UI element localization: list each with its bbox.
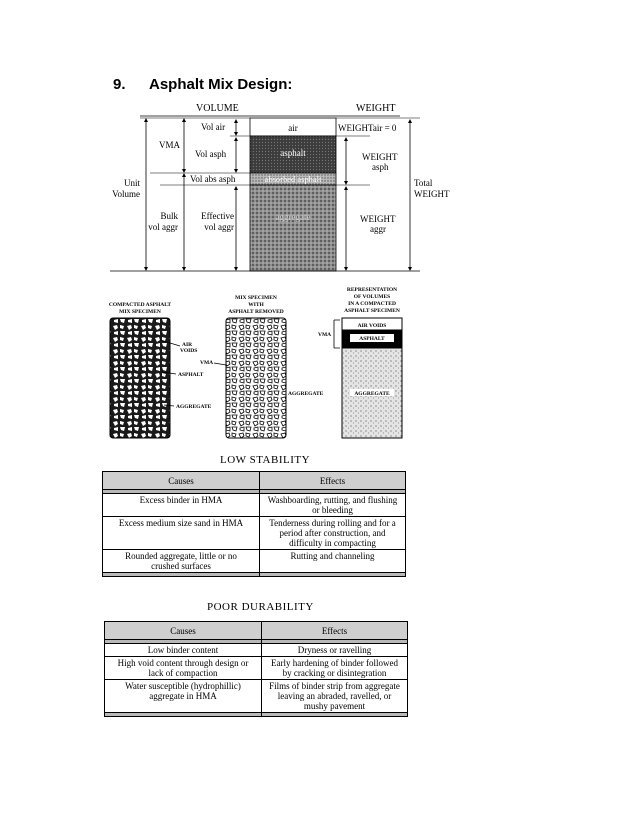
representation-title-3: IN A COMPACTED	[348, 301, 396, 307]
weight-aggr-label-1: WEIGHT	[360, 214, 396, 224]
total-weight-label-1: Total	[414, 178, 433, 188]
poor-durability-table: Causes Effects Low binder content Drynes…	[104, 621, 408, 717]
removed-title-1: MIX SPECIMEN	[235, 295, 277, 301]
representation-title-1: REPRESENTATION	[347, 287, 397, 293]
volume-header: VOLUME	[196, 103, 239, 114]
removed-title-2: WITH	[248, 302, 264, 308]
vma-bracket-label: VMA	[318, 332, 331, 338]
section-title: Asphalt Mix Design:	[149, 76, 293, 93]
compacted-title-2: MIX SPECIMEN	[119, 309, 161, 315]
causes-header: Causes	[104, 621, 262, 640]
vol-abs-asph-label: Vol abs asph	[190, 174, 236, 184]
specimen-diagram: COMPACTED ASPHALT MIX SPECIMEN MIX SPECI…	[109, 287, 403, 439]
unit-volume-label-2: Volume	[112, 189, 140, 199]
total-weight-label-2: WEIGHT	[414, 189, 450, 199]
aggregate-callout: AGGREGATE	[176, 404, 212, 410]
asphalt-callout: ASPHALT	[178, 372, 204, 378]
air-voids-label-2: VOIDS	[180, 348, 197, 354]
air-voids-label-1: AIR	[182, 342, 193, 348]
vma-callout: VMA	[200, 360, 213, 366]
phase-diagram: VOLUME WEIGHT air asphalt absorbed aspha…	[110, 103, 450, 272]
layer-aggregate: aggregate	[276, 212, 311, 222]
poor-durability-title: POOR DURABILITY	[207, 601, 314, 613]
box-aggregate: AGGREGATE	[354, 391, 390, 397]
bulk-label-1: Bulk	[160, 211, 178, 221]
section-heading: 9. Asphalt Mix Design:	[113, 76, 292, 93]
compacted-title-1: COMPACTED ASPHALT	[109, 302, 172, 308]
weight-aggr-label-2: aggr	[370, 224, 386, 234]
section-number: 9.	[113, 76, 126, 93]
unit-volume-label-1: Unit	[124, 178, 141, 188]
representation-title-4: ASPHALT SPECIMEN	[344, 308, 400, 314]
effects-header: Effects	[261, 621, 408, 640]
vol-asph-label: Vol asph	[195, 149, 227, 159]
aggregate-bracket-label: AGGREGATE	[288, 391, 324, 397]
weight-header: WEIGHT	[356, 103, 395, 114]
low-stability-table: Causes Effects Excess binder in HMA Wash…	[102, 471, 406, 577]
layer-air: air	[288, 123, 298, 133]
weight-asph-label-2: asph	[372, 162, 389, 172]
removed-asphalt-specimen	[225, 317, 287, 439]
removed-title-3: ASPHALT REMOVED	[228, 309, 283, 315]
vma-label: VMA	[159, 140, 181, 150]
table-row: Excess binder in HMA Washboarding, rutti…	[102, 493, 406, 517]
table-row: Low binder content Dryness or ravelling	[104, 643, 408, 657]
effects-header: Effects	[259, 471, 406, 490]
layer-asphalt: asphalt	[280, 148, 306, 158]
causes-header: Causes	[102, 471, 260, 490]
vol-air-label: Vol air	[201, 122, 225, 132]
compacted-specimen	[109, 317, 171, 439]
box-air-voids: AIR VOIDS	[358, 323, 387, 329]
effective-label-2: vol aggr	[204, 222, 234, 232]
table-row: Excess medium size sand in HMA Tendernes…	[102, 516, 406, 550]
weight-air-label: WEIGHTair = 0	[338, 123, 397, 133]
bulk-label-2: vol aggr	[148, 222, 178, 232]
effective-label-1: Effective	[201, 211, 234, 221]
table-row: Water susceptible (hydrophillic)aggregat…	[104, 679, 408, 713]
representation-box: AIR VOIDS ASPHALT AGGREGATE	[333, 317, 403, 439]
representation-title-2: OF VOLUMES	[354, 294, 390, 300]
weight-asph-label-1: WEIGHT	[362, 152, 398, 162]
layer-absorbed: absorbed asphalt	[265, 174, 323, 184]
low-stability-title: LOW STABILITY	[220, 454, 311, 466]
box-asphalt: ASPHALT	[359, 336, 385, 342]
